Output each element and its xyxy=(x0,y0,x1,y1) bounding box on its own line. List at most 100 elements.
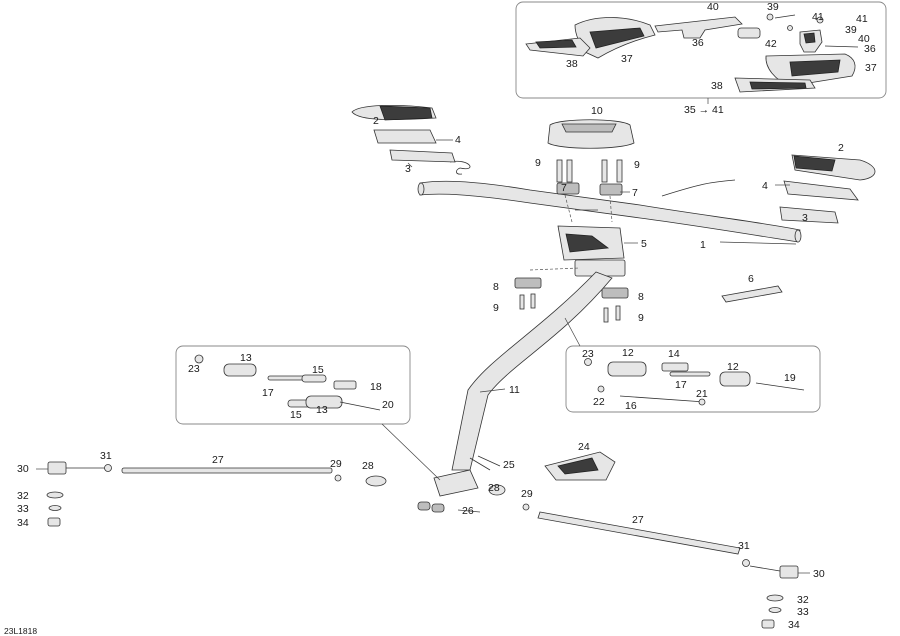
callout-21: 21 xyxy=(696,388,708,400)
right-detail-inset xyxy=(565,345,821,413)
washer-32-right xyxy=(766,594,784,602)
callout-19: 19 xyxy=(784,372,796,384)
handlebar-end-right xyxy=(794,229,802,243)
bolt-19 xyxy=(755,382,805,391)
callout-29-left: 29 xyxy=(330,458,342,470)
leader-26 xyxy=(457,509,481,513)
handguard-kit-inset xyxy=(515,1,887,104)
callout-34-right: 34 xyxy=(788,619,800,631)
callout-9-upper-right: 9 xyxy=(634,159,640,171)
callout-36-right: 36 xyxy=(864,43,876,55)
pin-17-right xyxy=(669,371,711,377)
callout-labels: 1 2 2 3 3 4 4 5 6 7 7 8 8 9 9 9 9 10 11 … xyxy=(17,1,877,631)
diagram-code: 23L1818 xyxy=(4,626,37,636)
callout-12-right: 12 xyxy=(727,361,739,373)
callout-24: 24 xyxy=(578,441,590,453)
callout-26: 26 xyxy=(462,505,474,517)
tie-rod-27-right xyxy=(537,511,741,555)
bumper-26-b xyxy=(431,503,445,513)
bolt-25-a xyxy=(469,457,491,471)
callout-10: 10 xyxy=(591,105,603,117)
nut-23-right xyxy=(584,358,592,366)
riser-pattern xyxy=(565,233,610,253)
bolt-9-b xyxy=(566,159,573,183)
bolt-9-lower-a xyxy=(519,294,525,310)
callout-2-right: 2 xyxy=(838,142,844,154)
dash-7-right xyxy=(609,195,613,223)
bracket-left xyxy=(654,16,743,39)
grip-cover-right-pattern xyxy=(793,155,836,172)
nut-29-right xyxy=(522,503,530,511)
nut-39-left xyxy=(766,13,774,21)
block-14 xyxy=(661,362,689,372)
callout-28-left: 28 xyxy=(362,460,374,472)
callout-12-left: 12 xyxy=(622,347,634,359)
leader-11 xyxy=(479,388,506,393)
lower-clamp-hardware xyxy=(514,267,629,323)
bumpers-26 xyxy=(417,501,445,513)
callout-41-right: 41 xyxy=(856,13,868,25)
deflector-right-pattern xyxy=(749,81,807,90)
callout-20: 20 xyxy=(382,399,394,411)
cover-24-pattern xyxy=(557,457,599,475)
cap-7-left xyxy=(556,182,580,195)
bolt-9-d xyxy=(616,159,623,183)
tie-rod-right-assembly xyxy=(488,484,799,629)
callout-11: 11 xyxy=(509,384,520,396)
callout-7-left: 7 xyxy=(561,182,567,194)
spacer-33-right xyxy=(768,607,782,613)
callout-38-right: 38 xyxy=(711,80,723,92)
callout-23-left: 23 xyxy=(188,363,200,375)
throttle-cable-left xyxy=(449,160,471,175)
leader-3-left xyxy=(407,162,413,168)
callout-37-left: 37 xyxy=(621,53,633,65)
block-18 xyxy=(333,380,357,390)
rod-16 xyxy=(619,395,706,403)
callout-34-left: 34 xyxy=(17,517,29,529)
grip-right-assembly xyxy=(779,154,876,224)
bracket-right-pattern xyxy=(803,32,816,44)
washer-22 xyxy=(597,385,605,393)
bolt-25-b xyxy=(477,455,501,467)
nut-41-right xyxy=(816,16,824,24)
callout-40-left: 40 xyxy=(707,1,719,13)
handlebar-assembly xyxy=(417,160,802,243)
callout-15-lower: 15 xyxy=(290,409,302,421)
tie-rod-27-left xyxy=(121,467,333,474)
bolt-9-c xyxy=(601,159,608,183)
handlebar-riser xyxy=(557,225,626,277)
end-28-left xyxy=(365,475,387,487)
callout-8-right: 8 xyxy=(638,291,644,303)
bolt-9-lower-b xyxy=(530,293,536,309)
callout-42: 42 xyxy=(765,38,777,50)
bolt-20 xyxy=(339,401,381,411)
callout-32-right: 32 xyxy=(797,594,809,606)
steering-column xyxy=(433,271,613,497)
callout-3-right: 3 xyxy=(802,212,808,224)
callout-8-left: 8 xyxy=(493,281,499,293)
callout-28-right: 28 xyxy=(488,482,500,494)
callout-25: 25 xyxy=(503,459,515,471)
spacer-33-left xyxy=(48,505,62,511)
handguard-shell-left-pattern xyxy=(589,27,645,49)
callout-9-upper-left: 9 xyxy=(535,157,541,169)
upper-clamp-hardware xyxy=(556,159,623,223)
cap-7-right xyxy=(599,183,623,196)
callout-16: 16 xyxy=(625,400,637,412)
clamp-8-left xyxy=(514,277,542,289)
callout-1: 1 xyxy=(700,239,706,251)
callout-5: 5 xyxy=(641,238,647,250)
callout-13-upper: 13 xyxy=(240,352,252,364)
grip-left xyxy=(373,129,437,144)
nut-29-left xyxy=(334,474,342,482)
bushing-15-upper xyxy=(301,374,327,383)
nut-31-right xyxy=(742,559,750,567)
nut-31-left xyxy=(104,464,112,472)
leader-lines xyxy=(36,139,810,574)
grip-left-assembly xyxy=(351,104,456,163)
callout-30-right: 30 xyxy=(813,568,825,580)
ball-joint-30-right-stem xyxy=(749,565,781,572)
callout-27-right: 27 xyxy=(632,514,644,526)
callout-4-left: 4 xyxy=(455,134,461,146)
